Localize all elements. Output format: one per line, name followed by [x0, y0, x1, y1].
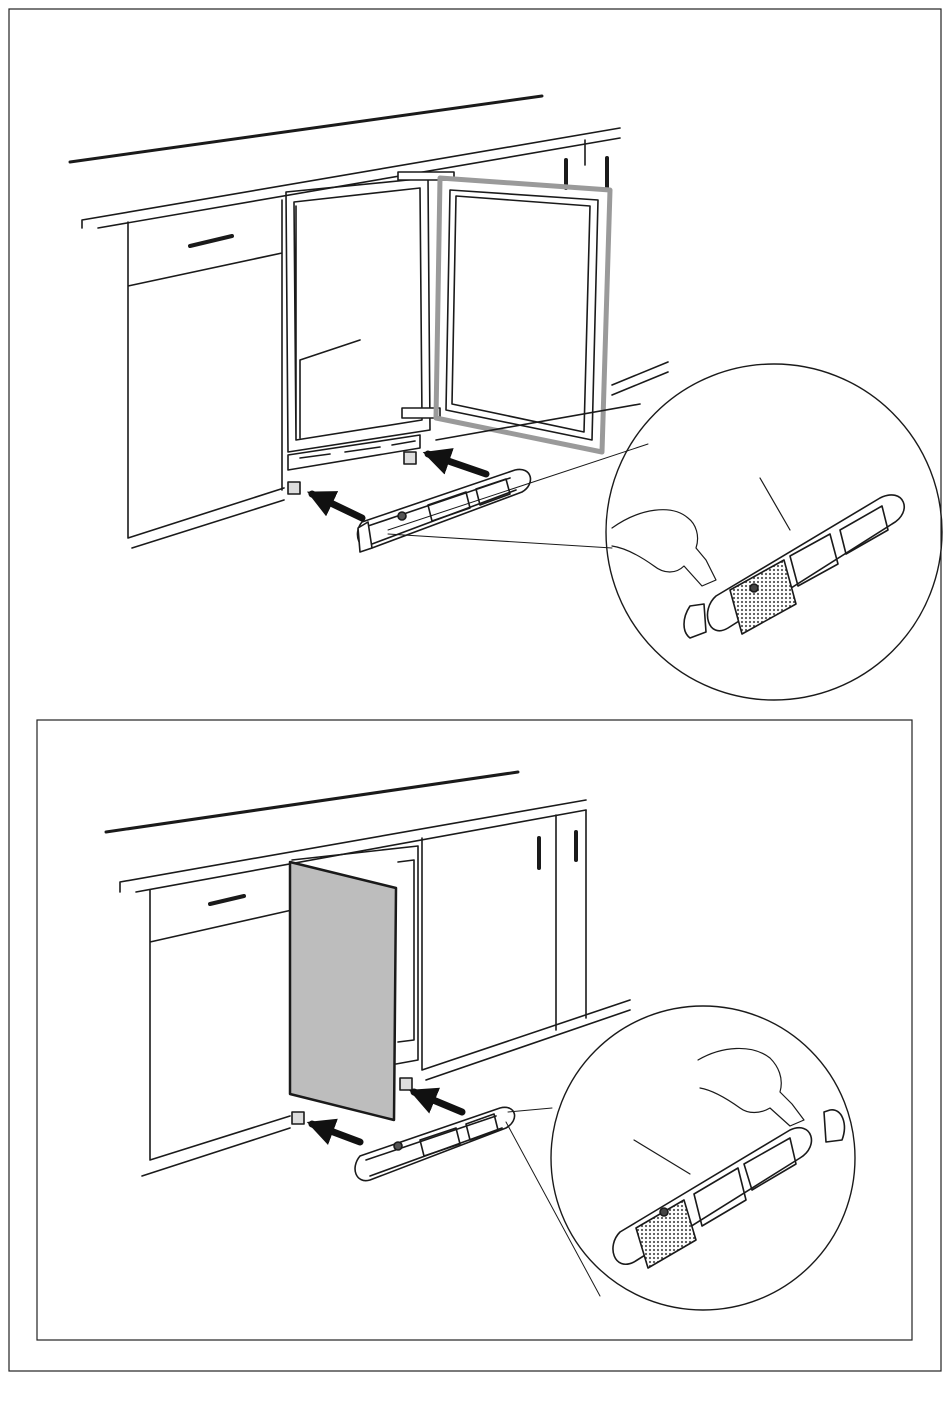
figure-door-open: [70, 96, 942, 700]
foot-left: [288, 482, 300, 494]
open-door-inner: [452, 196, 590, 432]
countertop-front: [82, 128, 620, 228]
closed-door-panel: [290, 862, 396, 1120]
figure-door-closed: [106, 772, 855, 1310]
callout-line: [388, 534, 612, 548]
hand-icon-2: [698, 1048, 804, 1126]
push-arrow-icon-2: [428, 454, 486, 474]
detail-circle: [606, 364, 942, 700]
kick-plate-grille: [357, 469, 530, 552]
push-arrow-icon-3: [312, 1124, 360, 1142]
detail-leader-2: [634, 1140, 690, 1174]
hand-icon: [612, 510, 716, 586]
foot-left-2: [292, 1112, 304, 1124]
detail-grille-2: [613, 1110, 844, 1268]
push-arrow-icon-4: [414, 1092, 462, 1112]
detail-grille: [684, 495, 904, 638]
detail-circle-2: [551, 1006, 855, 1310]
foot-right: [404, 452, 416, 464]
page-border: [9, 9, 941, 1371]
kick-plate-grille-2: [355, 1107, 515, 1180]
foot-right-2: [400, 1078, 412, 1090]
appliance-interior: [294, 188, 422, 440]
open-door-panel: [446, 190, 598, 440]
countertop-back-edge: [70, 96, 542, 162]
right-cabinet: [585, 140, 668, 395]
drawer-handle: [190, 236, 232, 246]
vent-openings: [288, 435, 420, 470]
left-cabinet: [128, 200, 284, 538]
push-arrow-icon: [312, 494, 362, 518]
left-cabinet-2: [150, 890, 292, 1160]
figure-2-frame: [37, 720, 912, 1340]
floor-line: [132, 500, 284, 548]
right-cabinet-2: [422, 810, 630, 1080]
detail-leader: [760, 478, 790, 530]
drawer-handle-2: [210, 896, 244, 904]
